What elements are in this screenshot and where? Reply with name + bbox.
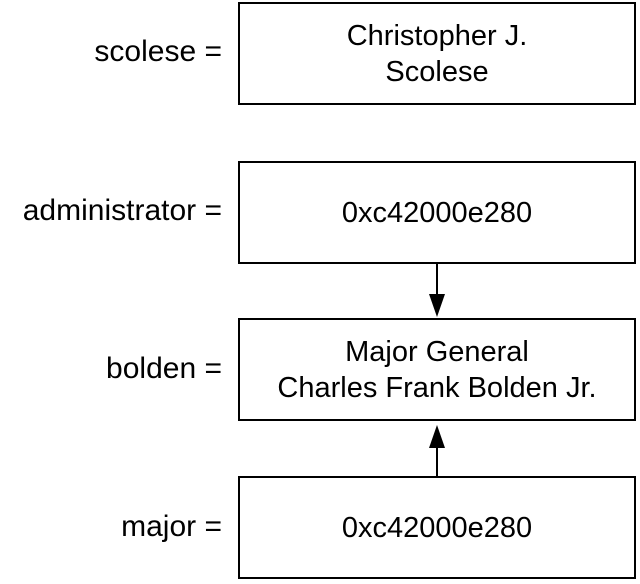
box-major-pointer: 0xc42000e280 <box>238 476 636 579</box>
arrow-up-head <box>429 425 445 448</box>
box-major-line-1: 0xc42000e280 <box>341 511 533 544</box>
box-bolden-value: Major General Charles Frank Bolden Jr. <box>238 318 636 421</box>
box-scolese-value: Christopher J. Scolese <box>238 2 636 105</box>
var-label-scolese: scolese = <box>94 35 222 68</box>
box-administrator-pointer: 0xc42000e280 <box>238 161 636 264</box>
box-scolese-line-1: Christopher J. <box>346 19 528 52</box>
arrow-administrator-to-bolden <box>429 264 445 317</box>
box-administrator-line-1: 0xc42000e280 <box>341 196 533 229</box>
var-label-bolden: bolden = <box>106 352 222 385</box>
box-bolden-line-2: Charles Frank Bolden Jr. <box>277 371 597 404</box>
var-label-administrator: administrator = <box>22 194 222 227</box>
box-scolese-line-2: Scolese <box>385 55 489 88</box>
arrow-major-to-bolden <box>429 425 445 476</box>
box-bolden-line-1: Major General <box>345 335 529 368</box>
var-label-major: major = <box>121 510 222 543</box>
arrow-down-head <box>429 294 445 317</box>
